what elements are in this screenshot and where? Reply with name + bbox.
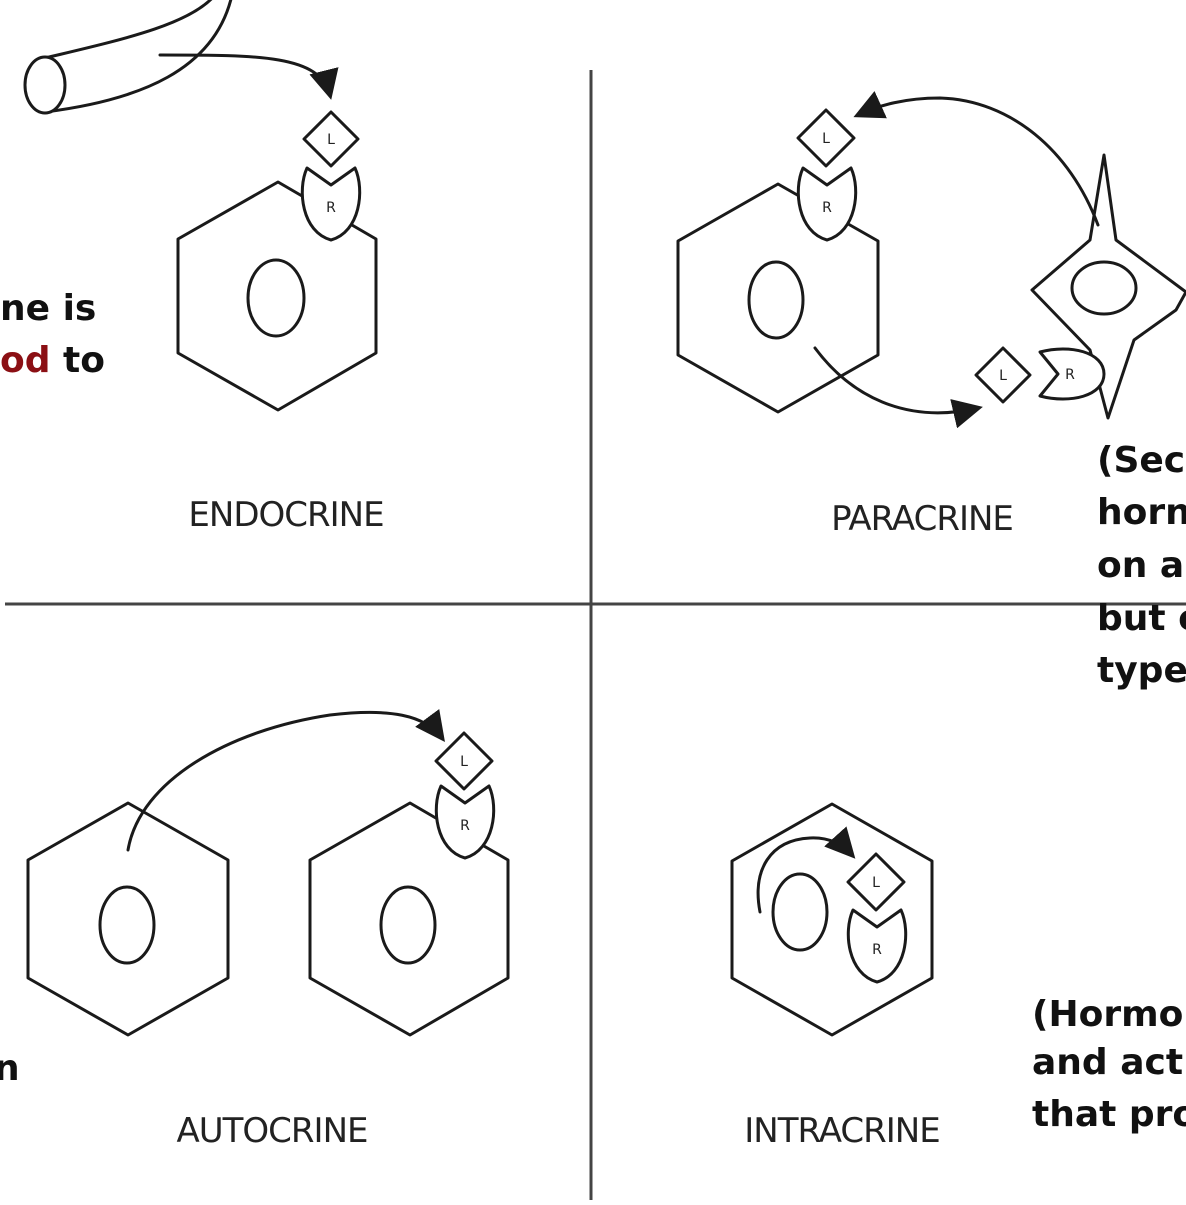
- autocrine-ligand-icon: L: [434, 731, 494, 791]
- ligand-symbol: L: [872, 875, 880, 891]
- ligand-symbol: L: [822, 131, 830, 147]
- autocrine-arrow: [126, 708, 445, 852]
- receptor-symbol: R: [822, 200, 832, 216]
- receptor-symbol: R: [326, 200, 336, 216]
- endocrine-receptor-icon: R: [300, 166, 362, 242]
- intracrine-note-line3: that pro: [1032, 1094, 1186, 1135]
- intracrine-note-green: and act: [1032, 1042, 1183, 1083]
- autocrine-label: AUTOCRINE: [177, 1111, 368, 1151]
- receptor-symbol: R: [872, 942, 882, 958]
- receptor-symbol: R: [460, 818, 470, 834]
- autocrine-receptor-icon: R: [434, 784, 496, 860]
- intracrine-label: INTRACRINE: [744, 1111, 939, 1151]
- autocrine-panel: R L AUTOCRINE n: [0, 708, 510, 1151]
- autocrine-nucleus-left: [98, 885, 156, 965]
- paracrine-neighbor-ligand-icon: L: [974, 346, 1032, 404]
- paracrine-arrow-bottom: [813, 346, 983, 429]
- paracrine-note-line5: type: [1097, 650, 1186, 691]
- autocrine-note-fragment: n: [0, 1048, 20, 1089]
- paracrine-note-line1: (Sec: [1097, 440, 1185, 481]
- endocrine-nucleus: [246, 258, 306, 338]
- endocrine-note-rest: to: [51, 340, 105, 381]
- autocrine-nucleus-right: [379, 885, 437, 965]
- paracrine-arrow-top: [853, 91, 1100, 227]
- receptor-symbol: R: [1065, 367, 1075, 383]
- endocrine-label: ENDOCRINE: [188, 495, 383, 535]
- intracrine-nucleus: [771, 872, 829, 952]
- endocrine-note-line2: od to: [0, 340, 105, 381]
- paracrine-receptor-icon: R: [796, 166, 858, 242]
- endocrine-panel: R L ENDOCRINE ne is od to: [0, 0, 385, 535]
- paracrine-neighbor-receptor-icon: R: [1038, 347, 1106, 401]
- paracrine-note-line3: on a: [1097, 545, 1184, 586]
- endocrine-note-line1: ne is: [0, 288, 96, 329]
- blood-vessel-icon: [23, 0, 233, 115]
- paracrine-note-blue: but c: [1097, 598, 1186, 639]
- ligand-symbol: L: [460, 754, 468, 770]
- intracrine-receptor-icon: R: [846, 908, 908, 984]
- paracrine-label: PARACRINE: [831, 499, 1013, 539]
- endocrine-note-red: od: [0, 340, 51, 381]
- paracrine-nucleus: [747, 260, 805, 340]
- paracrine-note-line2: horn: [1097, 492, 1186, 533]
- paracrine-ligand-icon: L: [796, 108, 856, 168]
- endocrine-arrow: [158, 53, 339, 100]
- intracrine-note-line1: (Hormo: [1032, 994, 1183, 1035]
- intracrine-arrow: [756, 826, 856, 914]
- neighbor-nucleus: [1070, 260, 1138, 316]
- intracrine-ligand-icon: L: [846, 852, 906, 912]
- paracrine-panel: R L R L PARACRINE (Sec horn on a but c t…: [676, 91, 1186, 691]
- ligand-symbol: L: [327, 132, 335, 148]
- endocrine-ligand-icon: L: [302, 110, 360, 168]
- intracrine-panel: R L INTRACRINE (Hormo and act that pro: [730, 802, 1186, 1151]
- ligand-symbol: L: [999, 368, 1007, 384]
